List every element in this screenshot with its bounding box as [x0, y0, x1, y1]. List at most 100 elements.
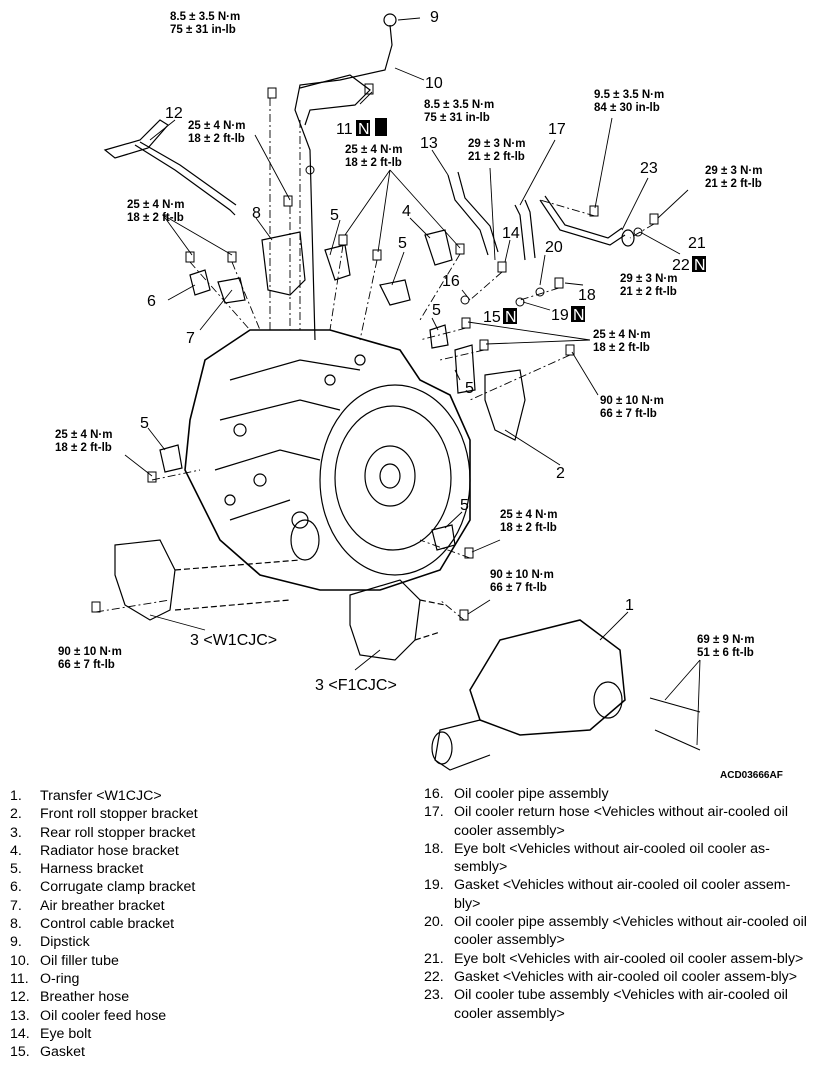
legend-item-number: 8.: [10, 916, 22, 933]
legend-item-text: Gasket <Vehicles without air-cooled oil …: [454, 877, 791, 912]
callout-12: 12: [165, 105, 183, 122]
legend-item-number: 22.: [424, 968, 444, 985]
legend-item-number: 18.: [424, 840, 444, 857]
legend-item: 13. Oil cooler feed hose: [10, 1007, 410, 1025]
legend-item-text: Gasket <Vehicles with air-cooled oil coo…: [454, 968, 798, 985]
callout-5-b: 5: [398, 235, 407, 252]
legend-item-number: 9.: [10, 934, 22, 951]
legend-item-number: 2.: [10, 806, 22, 823]
legend-item-number: 21.: [424, 950, 444, 967]
callout-14: 14: [502, 225, 520, 242]
svg-text:N: N: [358, 121, 370, 138]
callout-4: 4: [402, 203, 411, 220]
transaxle-case: [184, 329, 471, 591]
legend-item: 1.Transfer <W1CJC>: [10, 787, 410, 805]
legend-item-number: 3.: [10, 824, 22, 841]
legend-item-number: 1.: [10, 788, 22, 804]
corrugate-clamp-bracket: [189, 269, 211, 296]
legend-item: 14.Eye bolt: [10, 1025, 410, 1043]
callout-5-e: 5: [140, 415, 149, 432]
harness-bracket: [324, 244, 351, 281]
callout-5-a: 5: [330, 207, 339, 224]
air-breather-bracket: [217, 277, 246, 304]
callout-3-f1cjc: 3 <F1CJC>: [315, 677, 397, 694]
legend-item-text: Eye bolt <Vehicles with air-cooled oil c…: [454, 950, 804, 967]
callout-23: 23: [640, 160, 658, 177]
legend-item: 7. Air breather bracket: [10, 897, 410, 915]
legend-item-text: Air breather bracket: [40, 897, 165, 914]
legend-item-number: 10.: [10, 952, 30, 969]
legend-item-number: 17.: [424, 804, 444, 821]
legend-item-number: 16.: [424, 786, 444, 802]
legend-item-number: 7.: [10, 897, 22, 914]
callout-3-w1cjc: 3 <W1CJC>: [190, 632, 277, 649]
legend-item: 9. Dipstick: [10, 933, 410, 951]
svg-text:N: N: [505, 309, 517, 326]
callout-7: 7: [186, 330, 195, 347]
callout-17: 17: [548, 121, 566, 138]
callout-5-d: 5: [465, 380, 474, 397]
callout-20: 20: [545, 239, 563, 256]
legend-item: 16.Oil cooler pipe assembly: [424, 785, 816, 803]
callout-21: 21: [688, 235, 706, 252]
oil-cooler-return-hose: [514, 199, 536, 261]
callout-9: 9: [430, 9, 439, 26]
legend-item-text: Harness bracket: [40, 861, 144, 878]
svg-text:N: N: [694, 257, 706, 274]
legend-item: 23.Oil cooler tube assembly <Vehicles wi…: [424, 986, 816, 1023]
callout-10: 10: [425, 75, 443, 92]
legend-item-text: Oil cooler tube assembly <Vehicles with …: [454, 987, 788, 1022]
legend-item: 12.Breather hose: [10, 988, 410, 1006]
legend-item: 8. Control cable bracket: [10, 915, 410, 933]
callout-18: 18: [578, 287, 596, 304]
dipstick: [294, 24, 393, 341]
callout-5-f: 5: [460, 497, 469, 514]
legend-item: 17. Oil cooler return hose <Vehicles with…: [424, 803, 816, 840]
callout-15: 15: [483, 309, 501, 326]
legend-item: 20.Oil cooler pipe assembly <Vehicles wi…: [424, 913, 816, 950]
legend-item-number: 4.: [10, 842, 22, 859]
legend-item: 10. Oil filler tube: [10, 952, 410, 970]
legend-item: 3.Rear roll stopper bracket: [10, 824, 410, 842]
legend-item: 21. Eye bolt <Vehicles with air-cooled oi…: [424, 950, 816, 968]
legend-item-number: 11.: [10, 970, 29, 987]
callout-8: 8: [252, 205, 261, 222]
legend-item-number: 14.: [10, 1025, 30, 1042]
callout-13: 13: [420, 135, 438, 152]
legend-item-text: Dipstick: [40, 934, 90, 951]
legend-item-number: 15.: [10, 1044, 30, 1061]
legend-item-text: Control cable bracket: [40, 916, 175, 933]
legend-item-text: O-ring: [40, 970, 80, 987]
legend-item-text: Oil filler tube: [40, 952, 119, 969]
legend-item-text: Radiator hose bracket: [40, 842, 179, 859]
legend-item-text: Oil cooler return hose <Vehicles without…: [454, 804, 788, 839]
front-roll-stopper-bracket: [484, 369, 526, 441]
callout-2: 2: [556, 465, 565, 482]
legend-item-text: Front roll stopper bracket: [40, 806, 198, 823]
legend-item-text: Oil cooler pipe assembly <Vehicles witho…: [454, 914, 807, 949]
oil-cooler-tube-assembly: [539, 195, 626, 246]
legend-item-number: 19.: [424, 877, 444, 894]
legend-item: 5.Harness bracket: [10, 860, 410, 878]
legend-item-number: 13.: [10, 1007, 30, 1024]
legend-item-text: Eye bolt <Vehicles without air-cooled oi…: [454, 840, 770, 876]
legend-item-text: Breather hose: [40, 989, 130, 1006]
legend-item-text: Oil cooler feed hose: [40, 1007, 167, 1024]
parts-legend-left: 1.Transfer <W1CJC>2. Front roll stopper b…: [10, 787, 410, 1061]
transfer-assembly: [431, 619, 626, 771]
callout-11: 11: [336, 121, 353, 138]
rear-roll-stopper-bracket-f1cjc: [349, 579, 421, 661]
rear-roll-stopper-bracket-w1cjc: [114, 539, 176, 621]
